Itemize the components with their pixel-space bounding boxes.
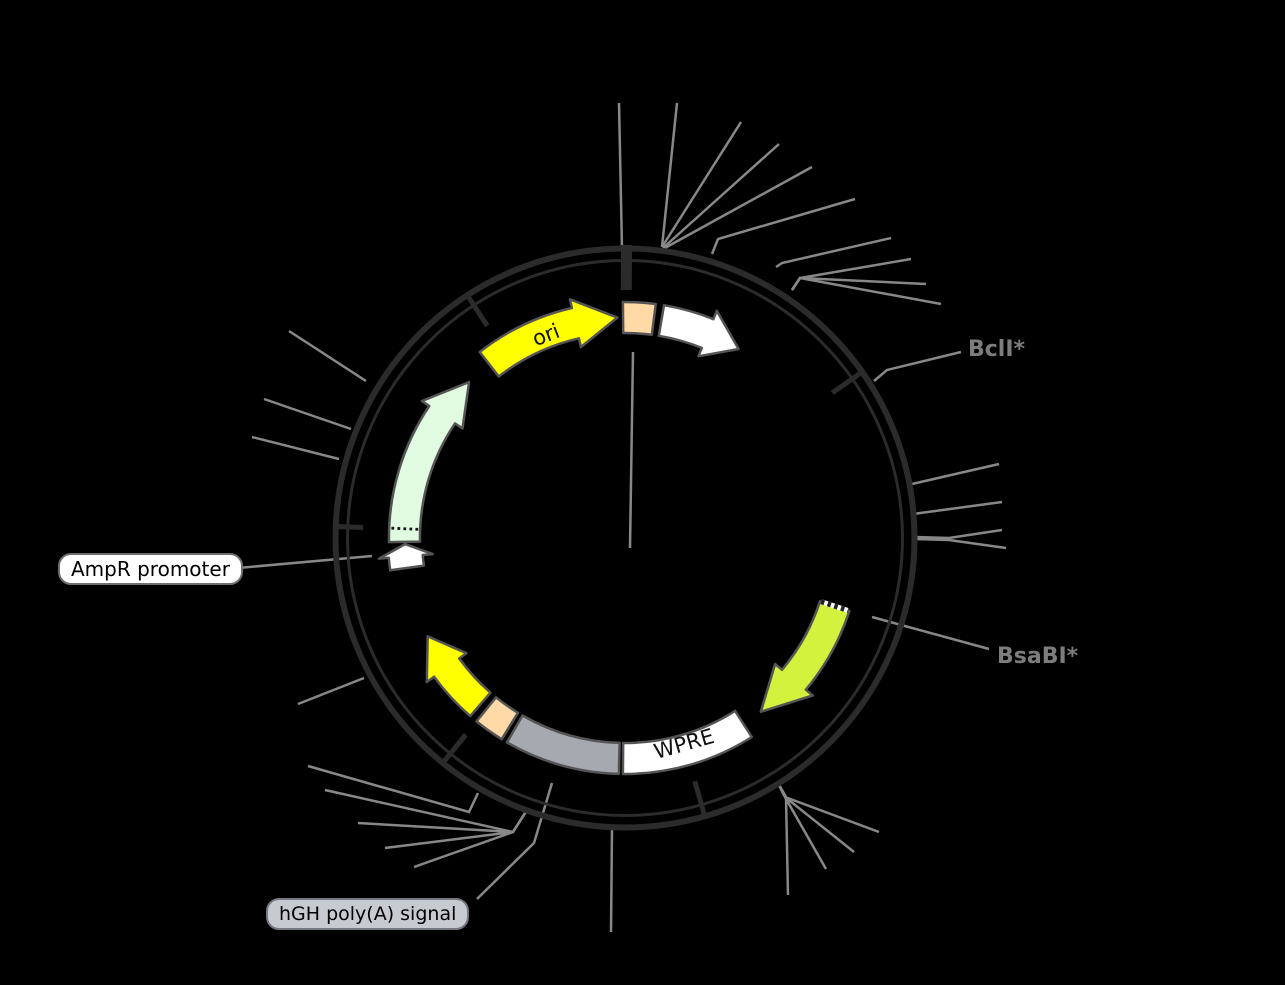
site-line-bcli [873,350,962,382]
site-line-e-1 [911,462,1000,486]
site-line-bottom-vertical [609,828,614,933]
label-line-ampr-promoter [237,554,373,570]
site-line-w-2 [263,397,352,431]
site-line-bsabi [871,615,990,651]
hgh-polya-label: hGH poly(A) signal [266,898,470,930]
feature-arrow-white-top [657,303,740,358]
feature-arrow-ampr-dotted-boundary [391,526,419,531]
site-line-e-3 [914,528,1003,540]
site-line-w-4 [297,676,365,706]
site-line-ne-2 [775,236,892,269]
tick-sw [439,733,468,766]
site-line-top-fan-4 [662,165,813,251]
site-line-top-fan-2 [660,121,743,248]
plasmid-inner-circle [346,259,904,817]
feature-arrow-ampr [387,380,471,544]
feature-box-orange-top [621,300,658,337]
tick-w [334,523,364,530]
tick-s [692,780,708,819]
feature-arrow-greenyellow-dashed-edge-ticks [820,599,850,613]
feature-line-orange-top [628,351,635,549]
site-line-ne-1 [710,197,856,255]
bsabi-site-label: BsaBI* [997,644,1079,669]
site-line-w-1 [288,329,367,383]
site-line-top-fan-1 [660,102,679,248]
site-line-ne-3 [790,257,912,291]
site-line-top-fan-3 [662,143,780,249]
tick-ne [830,369,865,395]
feature-arrow-ampr-promoter [377,542,434,572]
ampr-promoter-label: AmpR promoter [58,553,243,585]
feature-box-orange-bottom [475,696,520,741]
site-line-w-3 [251,435,340,461]
site-line-ne-5 [790,276,942,306]
site-line-se-4 [776,782,790,896]
feature-box-wpre [621,709,754,776]
bcli-site-label: BclI* [968,337,1026,362]
tick-nw [464,292,490,328]
feature-arrow-greenyellow [759,600,851,714]
site-line-top-vertical [617,102,624,250]
feature-arrow-ori [478,298,619,378]
site-line-e-4 [914,537,1007,550]
site-line-sw-5 [307,764,480,814]
feature-box-hgh-polya [505,714,621,776]
site-line-sw-4 [413,809,529,869]
site-line-se-1 [776,782,880,834]
plasmid-outer-circle [332,245,918,831]
site-line-e-2 [912,500,1003,516]
feature-arrow-yellow-bottom [425,635,492,718]
